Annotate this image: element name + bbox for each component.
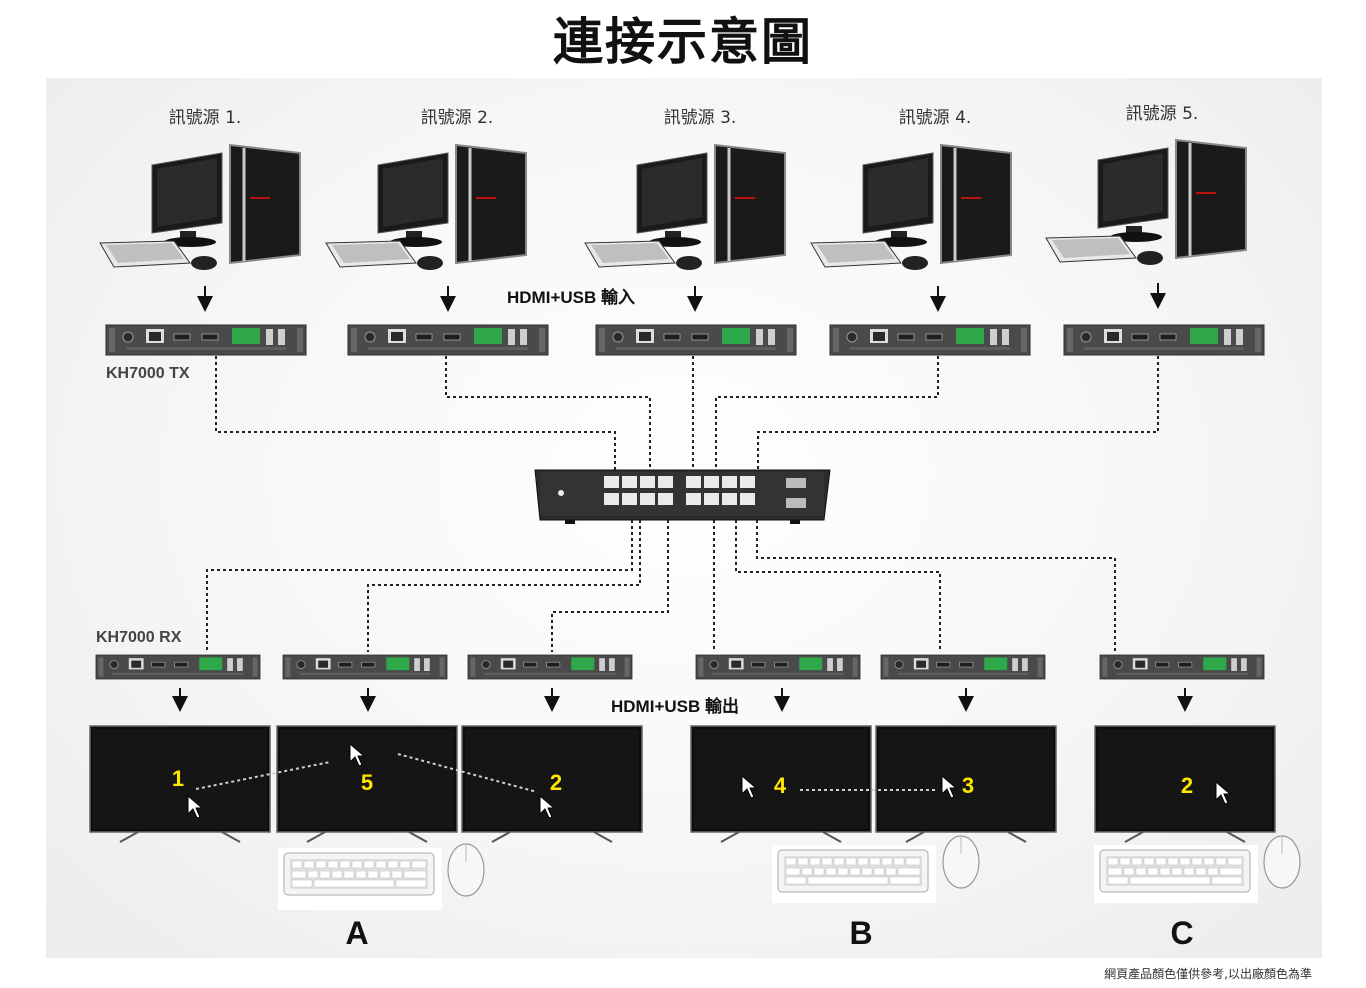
source-computer-icon (583, 143, 787, 272)
rx-label: KH7000 RX (96, 629, 182, 646)
keyboard-icon (283, 852, 435, 896)
keyboard-icon (1099, 849, 1251, 893)
network-switch (534, 469, 831, 524)
source-computer-icon (98, 143, 302, 272)
disclaimer-footer: 網頁產品顏色僅供參考,以出廠顏色為準 (1104, 967, 1312, 981)
rx-cables (206, 520, 1116, 652)
tx-extender (105, 324, 307, 356)
output-arrows (172, 688, 1193, 712)
screen-number: 4 (774, 773, 787, 798)
tx-label: KH7000 TX (106, 365, 190, 382)
tx-extender (347, 324, 549, 356)
group-label: C (1170, 915, 1193, 951)
input-arrows (197, 283, 1166, 312)
source-label: 訊號源 2. (421, 108, 494, 128)
rx-extender (695, 654, 861, 680)
tx-cables (215, 356, 1159, 478)
mouse-icon (1263, 835, 1301, 889)
page-title: 連接示意圖 (553, 13, 813, 71)
source-computer-icon (1044, 138, 1248, 267)
screen-number: 1 (172, 766, 184, 791)
rx-extender (282, 654, 448, 680)
mouse-icon (447, 843, 485, 897)
screen-number: 2 (550, 770, 562, 795)
rx-extender (1099, 654, 1265, 680)
tx-extender (1063, 324, 1265, 356)
source-label: 訊號源 4. (899, 108, 972, 128)
group-label: B (849, 915, 872, 951)
rx-extender (95, 654, 261, 680)
keyboard-icon (777, 849, 929, 893)
source-label: 訊號源 1. (169, 108, 242, 128)
source-label: 訊號源 5. (1126, 104, 1199, 124)
screen-number: 3 (962, 773, 974, 798)
input-label: HDMI+USB 輸入 (507, 287, 635, 307)
cursor-path-lines (195, 753, 936, 793)
screen-number: 5 (361, 770, 373, 795)
output-label: HDMI+USB 輸出 (611, 696, 739, 716)
group-label: A (345, 915, 368, 951)
rx-extender (467, 654, 633, 680)
tx-extender (829, 324, 1031, 356)
rx-extender (880, 654, 1046, 680)
screen-number: 2 (1181, 773, 1193, 798)
tx-extender (595, 324, 797, 356)
source-label: 訊號源 3. (664, 108, 737, 128)
mouse-icon (942, 835, 980, 889)
source-computer-icon (809, 143, 1013, 272)
source-computer-icon (324, 143, 528, 272)
